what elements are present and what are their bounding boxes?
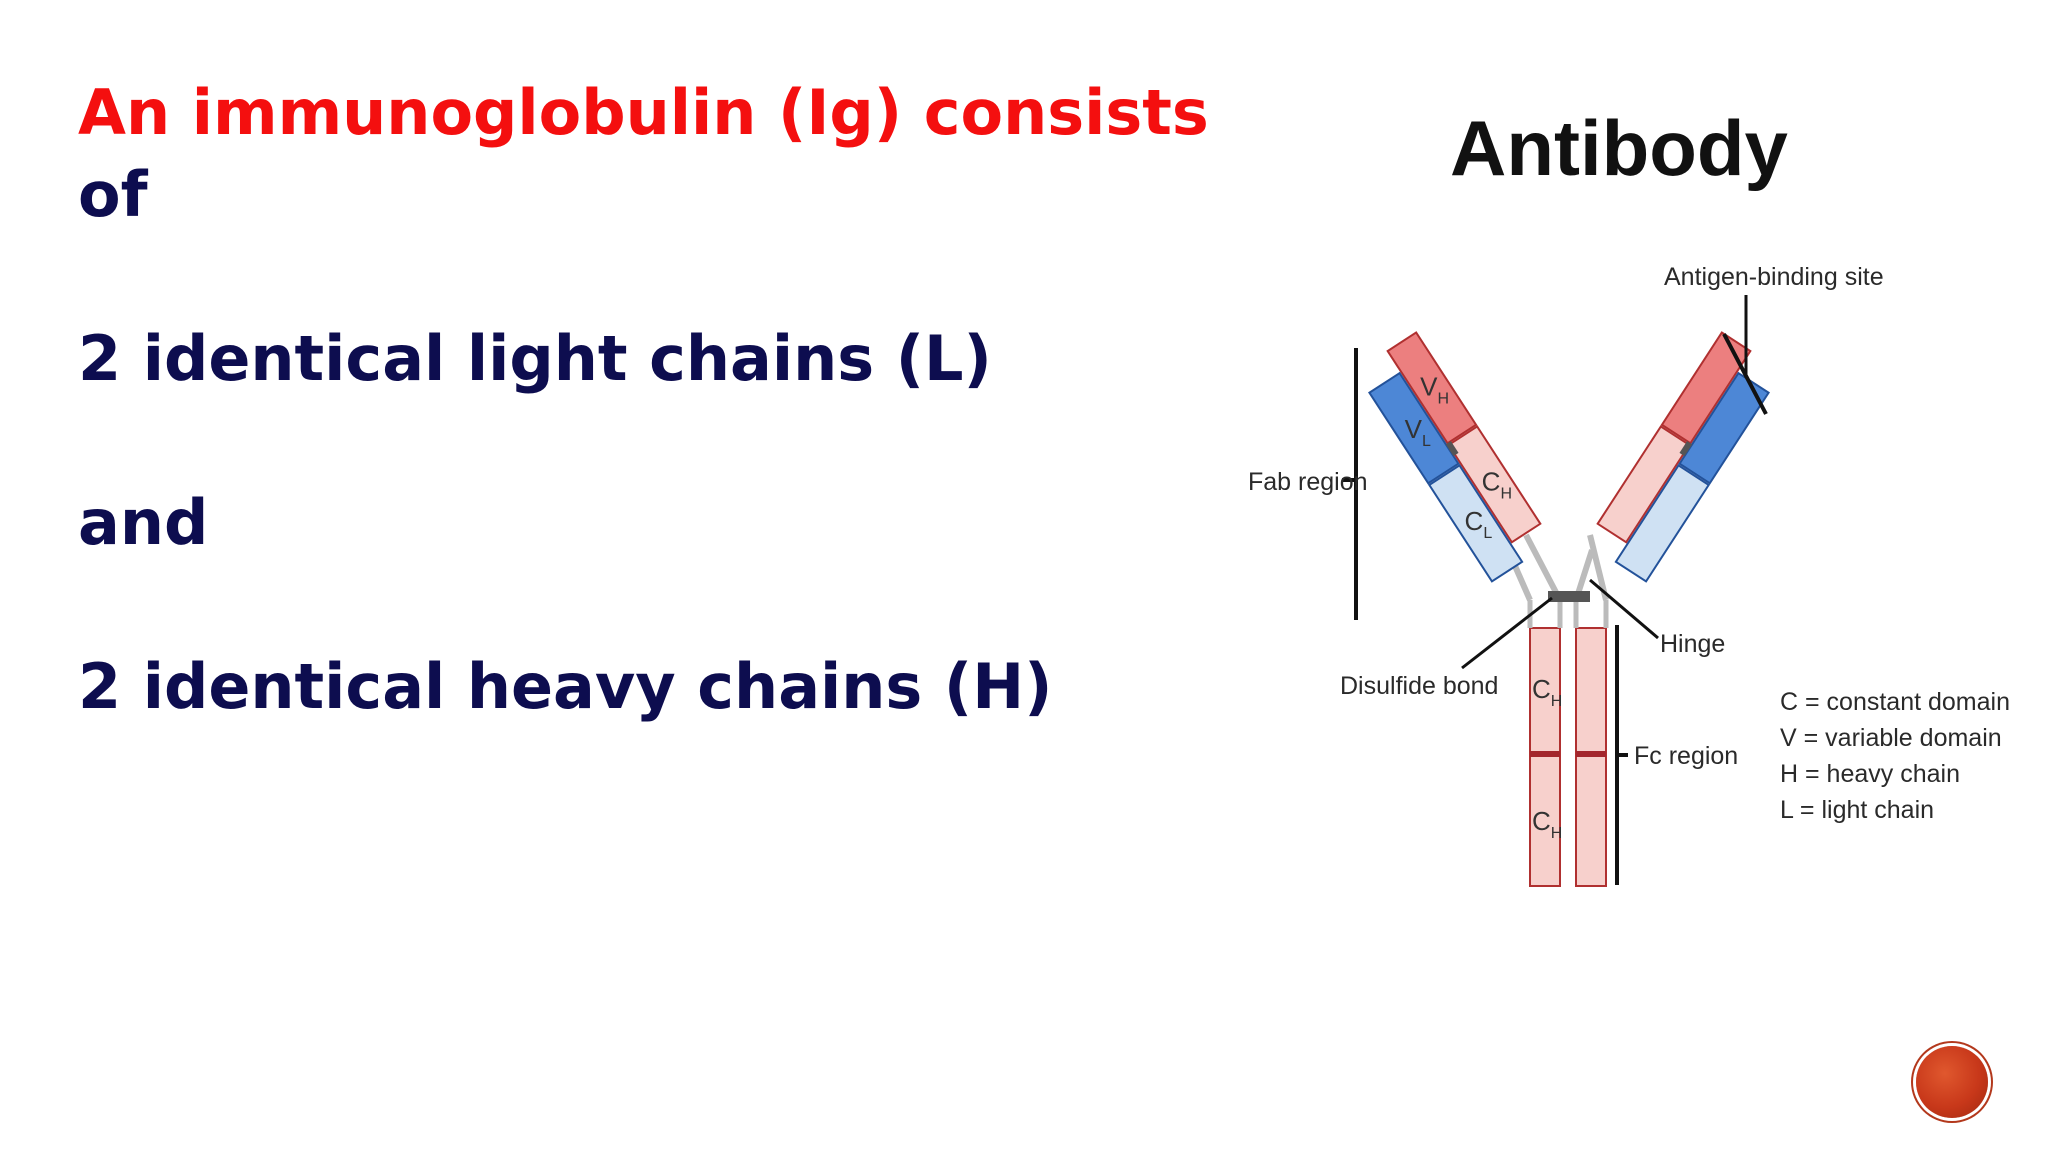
and-line: and — [78, 486, 209, 559]
diagram-legend: C = constant domain V = variable domain … — [1780, 688, 2010, 824]
svg-text:VL: VL — [1405, 414, 1431, 450]
heavy-chains-line: 2 identical heavy chains (H) — [78, 650, 1053, 723]
fab-arm-right — [1596, 331, 1770, 583]
legend-item: L = light chain — [1780, 796, 1934, 824]
legend-item: V = variable domain — [1780, 724, 2002, 752]
svg-text:CL: CL — [1465, 506, 1493, 542]
hinge-pointer — [1589, 578, 1659, 640]
slide-heading-continued: of — [78, 158, 148, 231]
fc-ch-label-1: CH — [1532, 674, 1562, 710]
fc-stem-right — [1575, 627, 1607, 887]
light-chains-line: 2 identical light chains (L) — [78, 322, 992, 395]
legend-item: H = heavy chain — [1780, 760, 1960, 788]
svg-text:CH: CH — [1482, 466, 1512, 502]
slide-text: An immunoglobulin (Ig) consists of 2 ide… — [78, 72, 1328, 728]
label-disulfide-bond: Disulfide bond — [1340, 672, 1498, 700]
label-fab-region: Fab region — [1248, 468, 1368, 496]
slide-heading: An immunoglobulin (Ig) consists — [78, 76, 1209, 149]
diagram-title: Antibody — [1450, 104, 1788, 192]
label-fc-region: Fc region — [1634, 742, 1738, 770]
fab-arm-left: VH VL CH CL — [1368, 331, 1542, 583]
fc-ch-label-2: CH — [1532, 806, 1562, 842]
svg-text:VH: VH — [1420, 372, 1449, 408]
antibody-diagram: Antibody CH CH — [1230, 80, 2010, 920]
fc-stem-left — [1529, 627, 1561, 887]
disulfide-pointer — [1461, 596, 1553, 670]
label-hinge: Hinge — [1660, 630, 1725, 658]
label-antigen-binding-site: Antigen-binding site — [1664, 263, 1884, 291]
slide-nav-button[interactable] — [1916, 1046, 1988, 1118]
legend-item: C = constant domain — [1780, 688, 2010, 716]
